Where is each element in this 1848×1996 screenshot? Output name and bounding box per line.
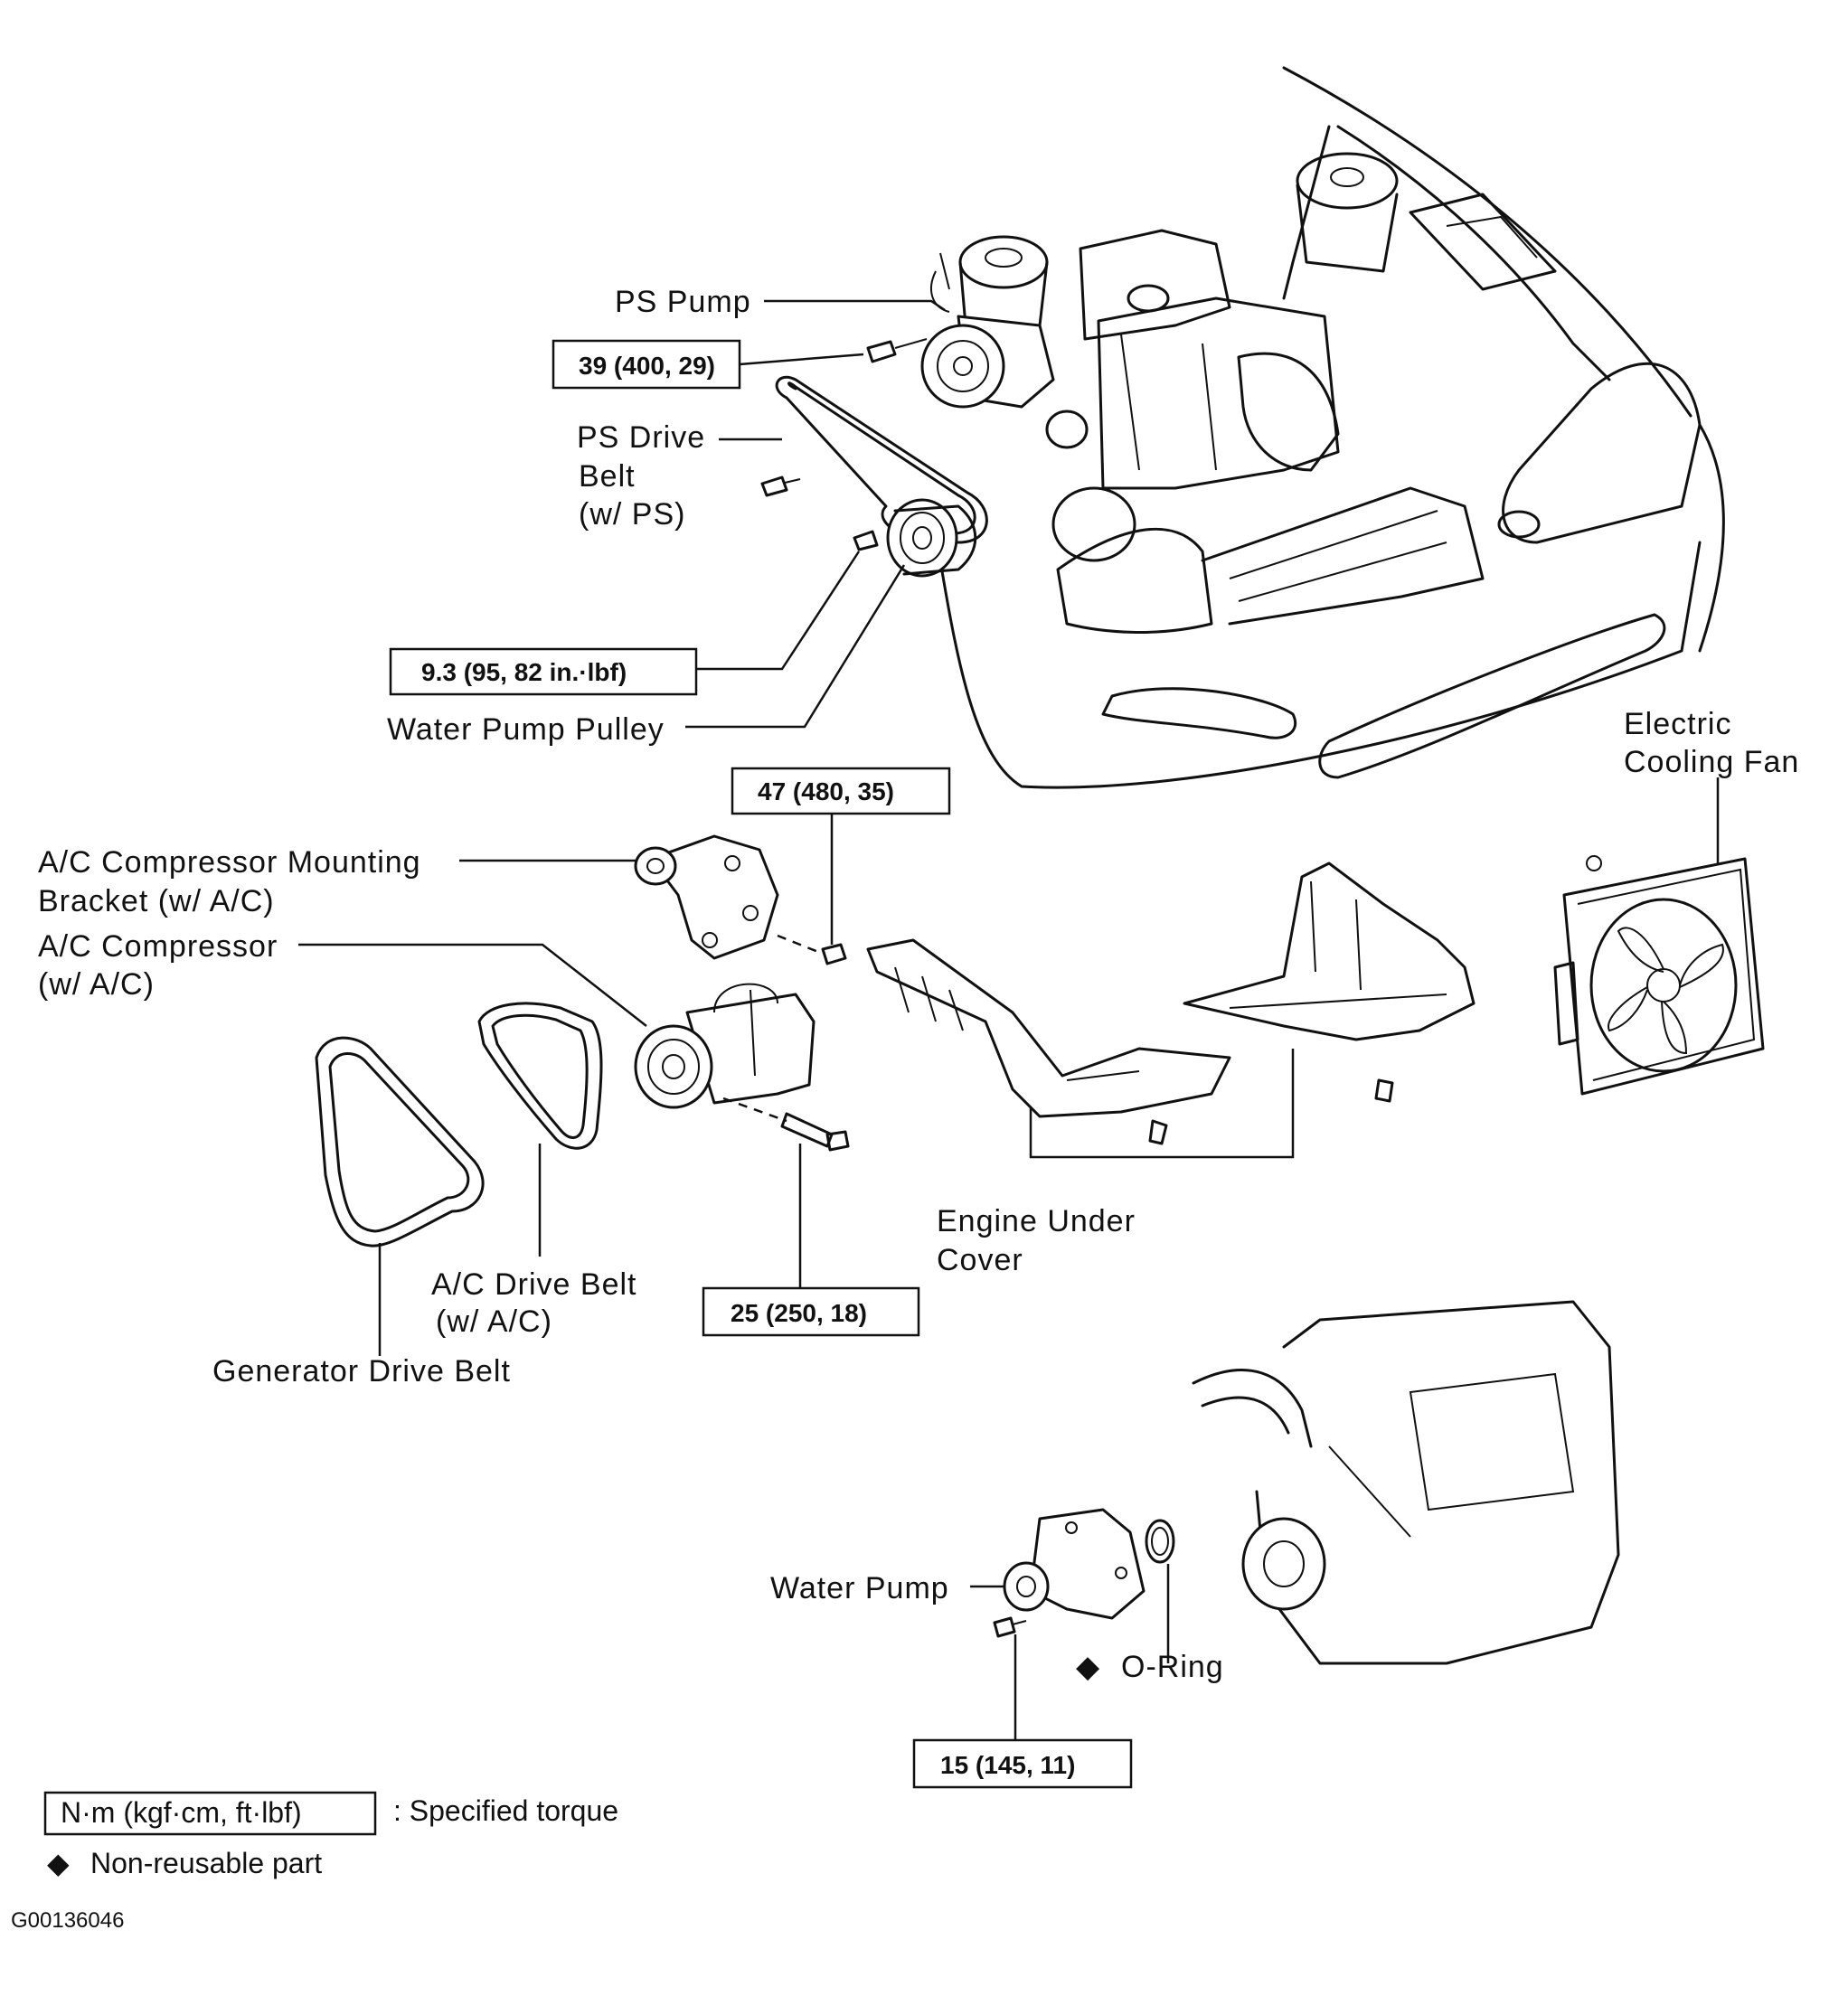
- electric-cooling-fan-drawing: [1553, 855, 1765, 1096]
- ps-pump-bolt-drawing: [866, 338, 928, 363]
- label-engine-under-cover-1: Engine Under: [937, 1204, 1136, 1238]
- pulley-bolts-drawing: [760, 475, 879, 551]
- label-ac-bracket-2: Bracket (w/ A/C): [38, 884, 275, 918]
- compressor-bolt-drawing: [722, 1097, 850, 1152]
- torque-box-water-pump: [912, 1738, 1133, 1789]
- label-o-ring: O-Ring: [1121, 1650, 1224, 1684]
- label-ac-compressor-1: A/C Compressor: [38, 929, 278, 964]
- legend-unit-description: : Specified torque: [393, 1794, 618, 1827]
- label-electric-cooling-fan-1: Electric: [1624, 707, 1731, 741]
- ac-bracket-drawing: [634, 834, 779, 960]
- torque-box-bracket: [731, 767, 951, 815]
- o-ring-drawing: [1145, 1519, 1175, 1564]
- figure-id: G00136046: [11, 1908, 124, 1933]
- ps-drive-belt-drawing: [775, 375, 988, 544]
- engine-block-drawing: [1192, 1300, 1620, 1665]
- water-pump-pulley-drawing: [886, 498, 977, 578]
- vehicle-front-body-drawing: [938, 66, 1725, 789]
- label-ac-drive-belt-1: A/C Drive Belt: [431, 1267, 637, 1302]
- label-ac-drive-belt-2: (w/ A/C): [436, 1304, 552, 1339]
- label-ac-compressor-2: (w/ A/C): [38, 967, 155, 1002]
- label-generator-drive-belt: Generator Drive Belt: [212, 1354, 511, 1389]
- torque-specs: 39 (400, 29) 9.3 (95, 82 in.·lbf) 47 (48…: [389, 339, 1133, 1789]
- engine-under-cover-drawing: [866, 861, 1476, 1145]
- label-water-pump-pulley: Water Pump Pulley: [387, 712, 665, 747]
- legend-unit-text: N·m (kgf·cm, ft·lbf): [61, 1796, 302, 1829]
- label-electric-cooling-fan-2: Cooling Fan: [1624, 745, 1799, 779]
- legend: N·m (kgf·cm, ft·lbf) : Specified torque …: [43, 1791, 618, 1879]
- legend-diamond-icon: ◆: [47, 1847, 70, 1879]
- ps-pump-drawing: [920, 235, 1055, 409]
- legend-unit-box: [43, 1791, 377, 1836]
- label-ps-drive-belt-1: PS Drive: [577, 420, 705, 455]
- water-pump-drawing: [1003, 1508, 1146, 1620]
- label-ps-pump: PS Pump: [615, 285, 751, 319]
- part-labels: PS Pump PS Drive Belt (w/ PS) Water Pump…: [38, 285, 1799, 1684]
- label-ac-bracket-1: A/C Compressor Mounting: [38, 845, 421, 880]
- ac-drive-belt-drawing: [477, 1002, 603, 1150]
- label-ps-drive-belt-3: (w/ PS): [579, 497, 685, 532]
- torque-box-compressor: [702, 1286, 920, 1337]
- torque-water-pump: 15 (145, 11): [940, 1751, 1075, 1779]
- torque-compressor: 25 (250, 18): [731, 1299, 867, 1327]
- label-engine-under-cover-2: Cover: [937, 1243, 1023, 1277]
- torque-water-pump-pulley: 9.3 (95, 82 in.·lbf): [421, 658, 627, 686]
- torque-box-ps-pump: [552, 339, 741, 390]
- torque-box-water-pump-pulley: [389, 647, 698, 696]
- water-pump-bolt-drawing: [993, 1616, 1027, 1638]
- ac-compressor-drawing: [634, 983, 816, 1109]
- torque-ps-pump: 39 (400, 29): [579, 352, 715, 380]
- bracket-bolt-drawing: [777, 934, 847, 965]
- o-ring-diamond-icon: ◆: [1076, 1650, 1100, 1684]
- legend-nonreusable-text: Non-reusable part: [90, 1847, 322, 1879]
- generator-drive-belt-drawing: [315, 1036, 485, 1248]
- leader-lines: [298, 299, 1720, 1749]
- label-water-pump: Water Pump: [770, 1571, 949, 1605]
- label-ps-drive-belt-2: Belt: [579, 459, 636, 494]
- torque-bracket: 47 (480, 35): [758, 777, 894, 805]
